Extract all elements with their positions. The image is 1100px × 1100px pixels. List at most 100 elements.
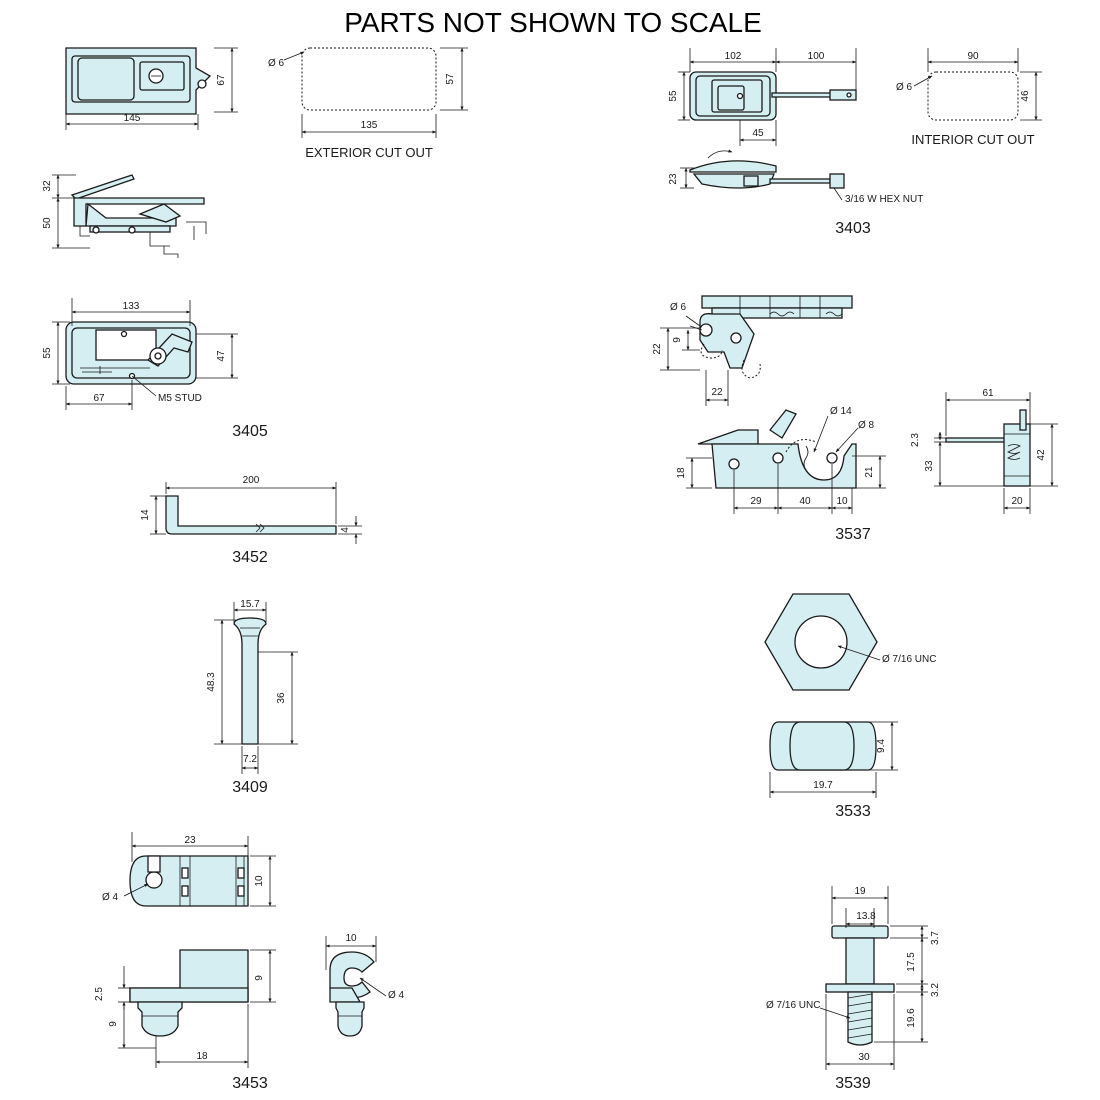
dim-3453-end-width: 10 [345,933,357,944]
interior-cutout-label: INTERIOR CUT OUT [911,132,1034,147]
dim-3453-top-hole: Ø 4 [102,892,119,903]
dim-3453-end-hole: Ø 4 [388,990,405,1001]
part-3539-bolt [825,925,895,1046]
dim-3453-side-h3: 9 [254,975,265,981]
dim-3537-side-base: 20 [1011,496,1023,507]
dim-3452-height: 14 [140,509,151,521]
dim-3539-head: 19 [854,886,866,897]
dim-3533-width: 19.7 [813,780,833,791]
dim-3405-side-depth: 50 [42,217,53,229]
exterior-cutout [301,47,437,111]
part-3453-end-view [329,951,375,1037]
dim-interior-cutout-height: 46 [1020,90,1031,102]
part-3533: Ø 7/16 UNC 19.7 9.4 3533 [764,593,936,820]
part-3405-front-view [65,47,212,115]
dim-3405-rear-width: 133 [123,301,140,312]
part-number-3409: 3409 [232,779,268,796]
dim-3403-rod: 100 [808,51,825,62]
dim-3539-thread: Ø 7/16 UNC [766,1000,820,1011]
dim-exterior-cutout-height: 57 [445,73,456,85]
part-3537-top-view [699,295,853,379]
dim-3453-top-height: 10 [254,875,265,887]
dim-3452-thickness: 4 [340,527,351,533]
dim-3453-top-width: 23 [184,835,196,846]
dim-3537-hole: Ø 6 [670,302,687,313]
dim-exterior-cutout-corner: Ø 6 [268,58,285,69]
dim-3405-side-top: 32 [42,180,53,192]
part-3405-rear-view [65,321,197,385]
dim-3537-front-w3: 10 [836,496,848,507]
part-3409: 15.7 48.3 36 7.2 3409 [206,599,298,796]
part-3539: 19 13.8 3.7 17.5 3.2 19.6 30 Ø 7/16 UNC … [766,886,941,1092]
dim-3537-front-w1: 29 [750,496,762,507]
part-number-3533: 3533 [835,803,871,820]
hex-nut-label: 3/16 W HEX NUT [845,194,923,205]
part-3537-front-view [697,409,857,489]
dim-3539-neck: 13.8 [856,911,876,922]
part-number-3453: 3453 [232,1075,268,1092]
dim-interior-cutout-corner: Ø 6 [896,82,913,93]
dim-3453-side-base: 18 [196,1051,208,1062]
part-3403-side-view [689,149,845,189]
dim-3533-height: 9.4 [876,739,887,753]
dim-3533-thread: Ø 7/16 UNC [882,654,936,665]
part-number-3403: 3403 [835,220,871,237]
dim-3537-top-h1: 22 [652,343,663,355]
part-3537: Ø 6 22 9 22 Ø 14 Ø 8 18 21 [652,295,1058,543]
dim-3405-height: 67 [216,74,227,86]
exterior-cutout-label: EXTERIOR CUT OUT [305,145,433,160]
dim-3409-shank: 36 [276,692,287,704]
part-3452: 200 14 4 3452 [140,475,362,566]
dim-3537-side-h1: 33 [924,460,935,472]
part-3405: 145 67 Ø 6 135 57 EXTERIOR CUT OUT 32 5 [42,47,468,440]
part-3452-rod [165,495,337,535]
part-3409-pin [233,617,267,745]
part-number-3452: 3452 [232,549,268,566]
part-3453-side-view [129,949,249,1037]
dim-3405-rear-height-right: 47 [216,350,227,362]
dim-3539-h4: 19.6 [906,1008,917,1028]
dim-3537-hole-large: Ø 14 [830,406,852,417]
dim-3403-offset: 45 [752,128,764,139]
part-number-3537: 3537 [835,526,871,543]
part-3453: 23 10 Ø 4 2.5 9 9 18 10 [94,832,405,1092]
dim-3537-top-h2: 9 [672,337,683,343]
m5-stud-label: M5 STUD [158,393,202,404]
dim-3409-dia: 7.2 [243,754,257,765]
dim-3453-side-h1: 2.5 [94,987,105,1001]
dim-3405-rear-height-left: 55 [42,347,53,359]
dim-3537-side-width: 61 [982,388,994,399]
dim-3403-width: 102 [725,51,742,62]
dim-3453-side-h2: 9 [108,1021,119,1027]
dim-3537-front-h-left: 18 [676,467,687,479]
dim-3409-head: 15.7 [240,599,260,610]
dim-3537-hole-small: Ø 8 [858,420,875,431]
dim-3403-height: 55 [668,90,679,102]
part-3453-top-view [129,855,249,907]
part-3537-side-view [945,409,1031,487]
part-number-3405: 3405 [232,423,268,440]
part-3405-side-view [70,174,207,258]
dim-exterior-cutout-width: 135 [361,120,378,131]
dim-3539-h3: 3.2 [930,983,941,997]
dim-3409-length: 48.3 [206,672,217,692]
dim-3537-side-t: 2.3 [910,433,921,447]
dim-3403-side-height: 23 [668,173,679,185]
dim-3405-rear-offset: 67 [93,393,105,404]
interior-cutout [927,71,1019,121]
part-3533-hex-side [769,721,877,771]
part-3533-bore [794,615,848,669]
dim-3539-base: 30 [858,1052,870,1063]
part-number-3539: 3539 [835,1075,871,1092]
dim-3539-h2: 17.5 [906,952,917,972]
part-3403-front-view [689,71,857,121]
dim-3405-width: 145 [124,113,141,124]
dim-3452-length: 200 [243,475,260,486]
dim-3537-side-h2: 42 [1036,449,1047,461]
dim-3537-front-w2: 40 [799,496,811,507]
dim-3537-front-h-right: 21 [864,466,875,478]
dim-3537-top-w: 22 [711,387,723,398]
part-3403: 102 100 55 45 Ø 6 90 46 INTERIOR CUT OUT… [668,48,1042,237]
dim-3539-h1: 3.7 [930,931,941,945]
dim-interior-cutout-width: 90 [967,51,979,62]
